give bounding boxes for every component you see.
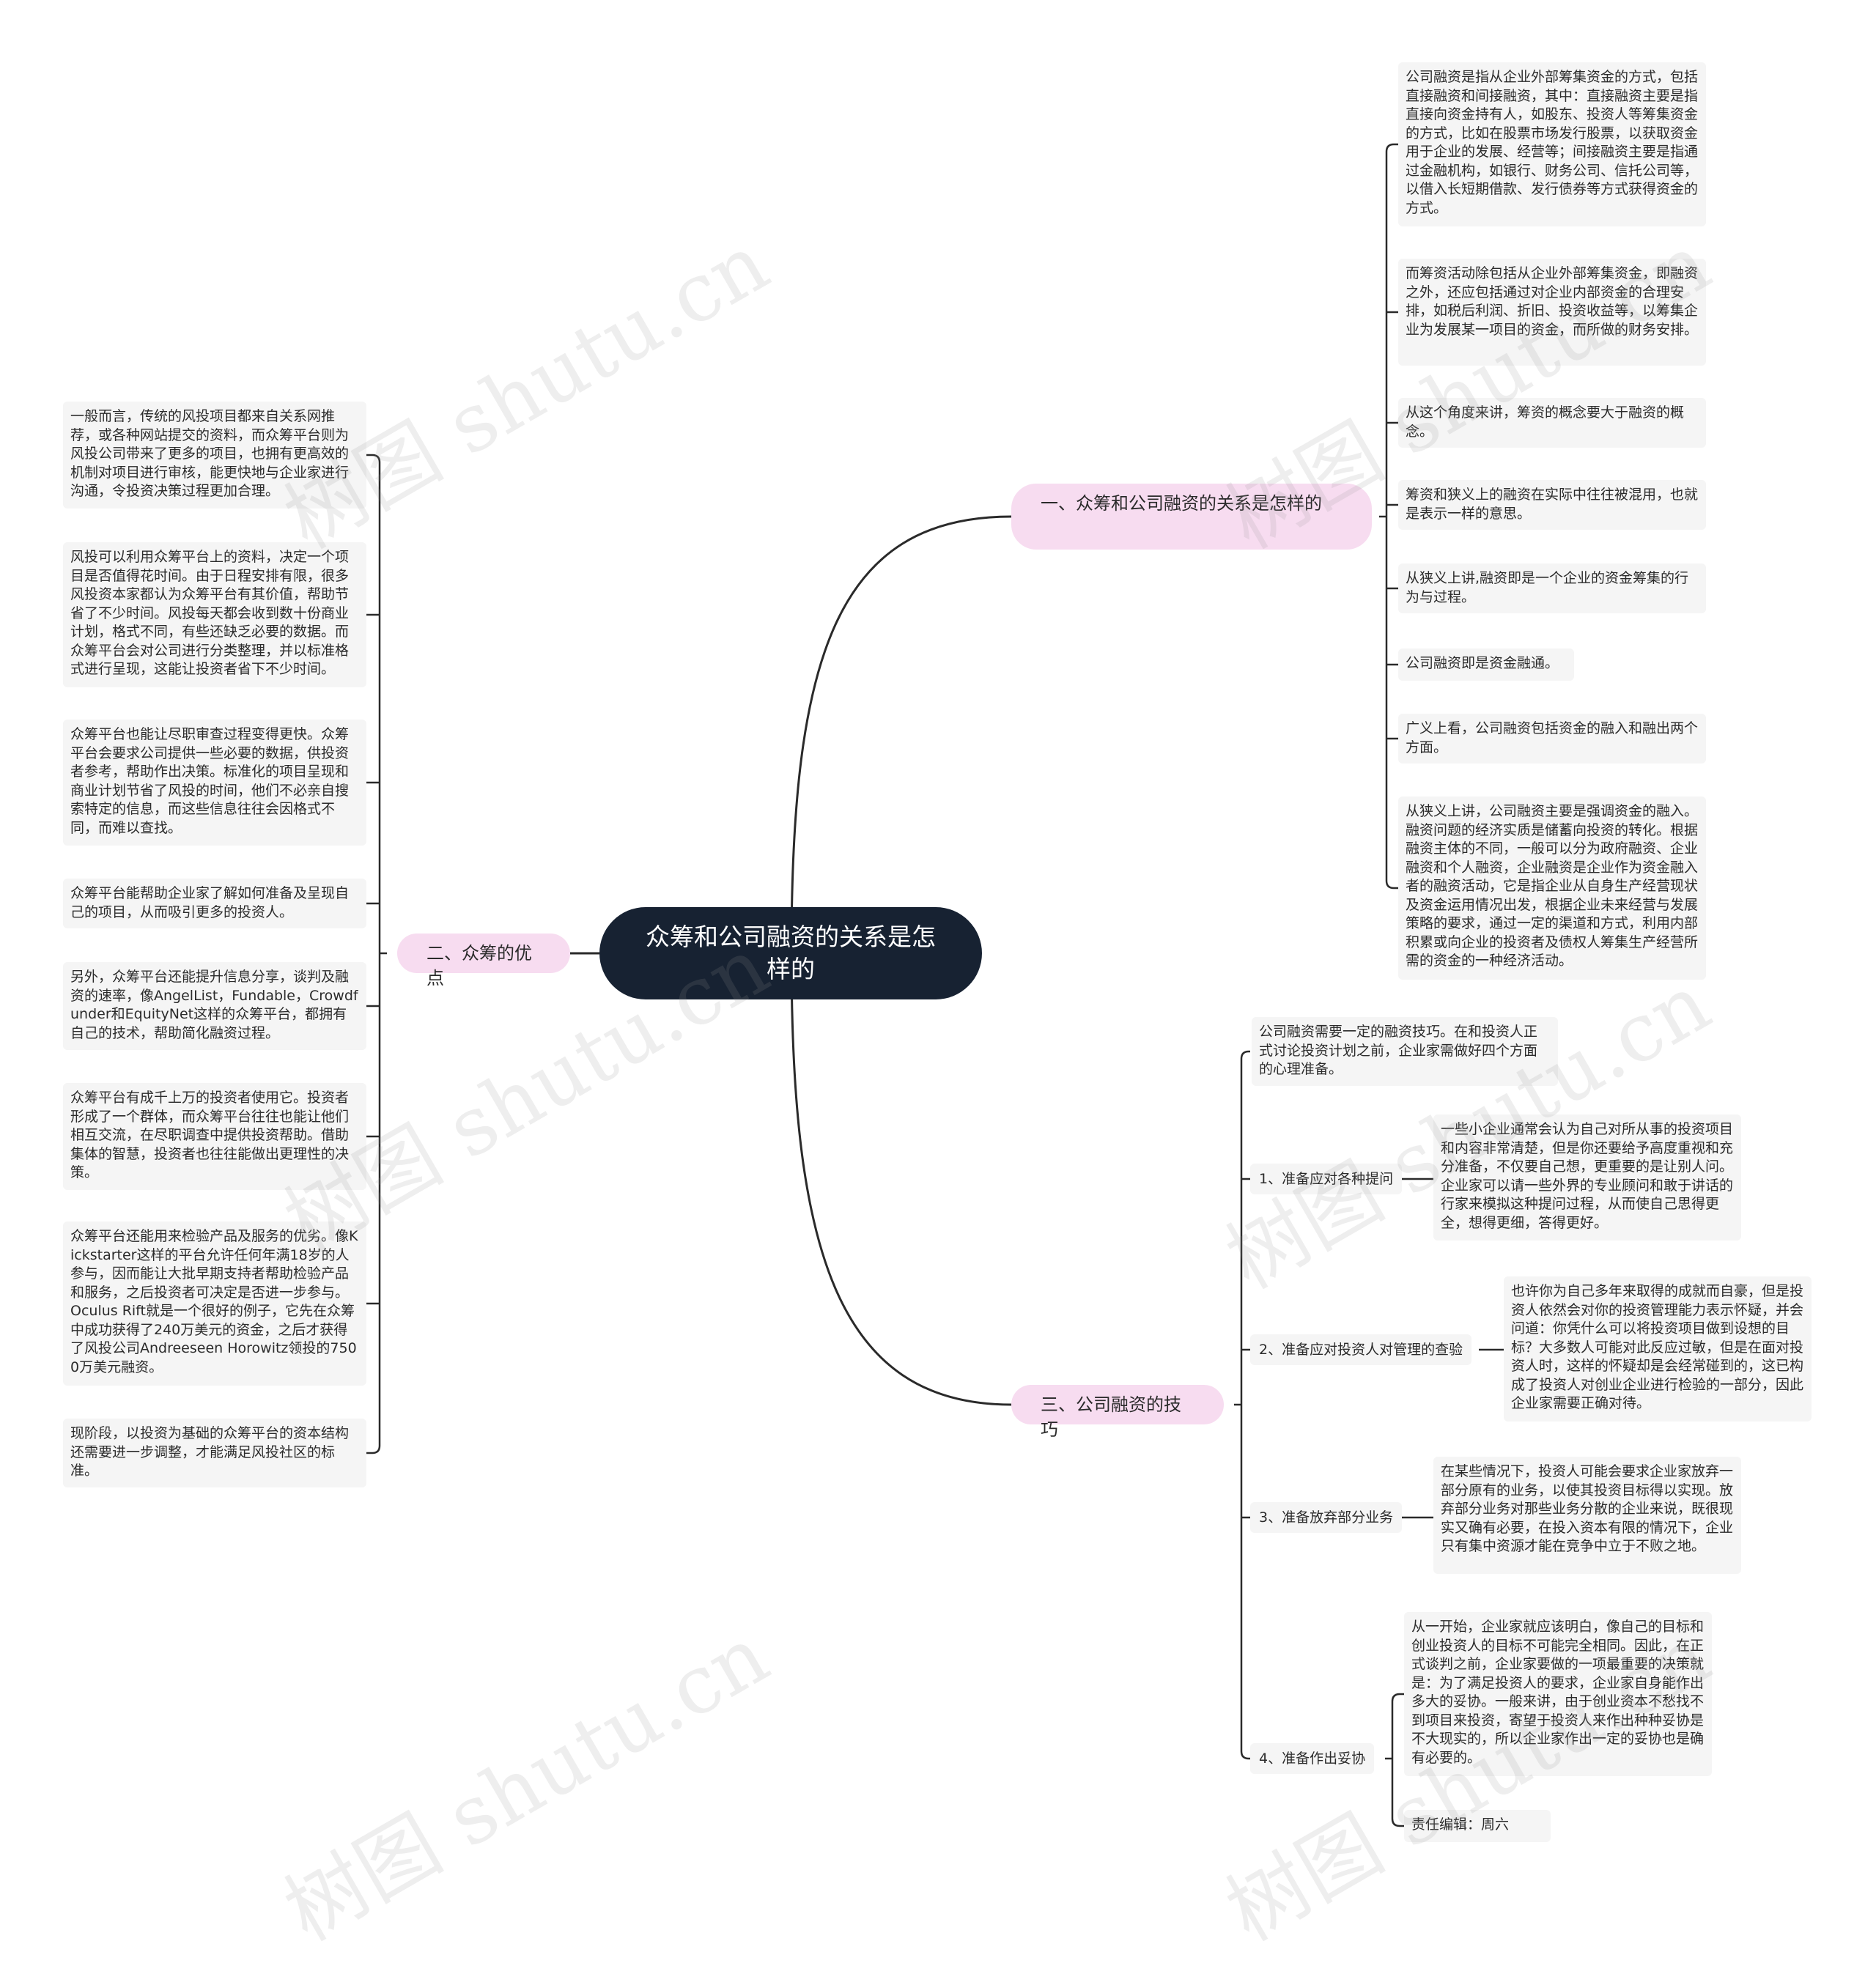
bracket-b2-tick [366,1445,381,1454]
sub-topic-management-check[interactable]: 2、准备应对投资人对管理的查验 [1250,1334,1472,1365]
bracket-b3-tick [1240,1050,1250,1060]
bracket-b2-tick [366,454,381,463]
bracket-sub4-tick [1391,1693,1404,1702]
bracket-b3-tick [1240,1751,1250,1760]
sub-topic-compromise[interactable]: 4、准备作出妥协 [1250,1743,1375,1774]
bracket-b1-tick [1385,143,1398,152]
bracket-b1-tick [1385,880,1398,890]
note-b1-3: 从这个角度来讲，筹资的概念要大于融资的概念。 [1398,398,1706,448]
note-b2-7: 众筹平台还能用来检验产品及服务的优劣。像Kickstarter这样的平台允许任何… [63,1221,366,1386]
note-b3-sub3: 在某些情况下，投资人可能会要求企业家放弃一部分原有的业务，以使其投资目标得以实现… [1433,1457,1741,1574]
branch-crowdfunding-advantages[interactable]: 二、众筹的优点 [397,934,570,988]
note-b2-8: 现阶段，以投资为基础的众筹平台的资本结构还需要进一步调整，才能满足风投社区的标准… [63,1419,366,1487]
note-b1-7: 广义上看，公司融资包括资金的融入和融出两个方面。 [1398,714,1706,764]
sub-topic-give-up-business[interactable]: 3、准备放弃部分业务 [1250,1502,1403,1533]
root-topic[interactable]: 众筹和公司融资的关系是怎样的 [599,907,982,999]
note-b2-3: 众筹平台也能让尽职审查过程变得更快。众筹平台会要求公司提供一些必要的数据，供投资… [63,720,366,846]
note-b2-6: 众筹平台有成千上万的投资者使用它。投资者形成了一个群体，而众筹平台往往也能让他们… [63,1083,366,1190]
note-b3-sub1: 一些小企业通常会认为自己对所从事的投资项目和内容非常清楚，但是你还要给予高度重视… [1433,1114,1741,1241]
link-root-b1 [790,515,1012,953]
note-b2-4: 众筹平台能帮助企业家了解如何准备及呈现自己的项目，从而吸引更多的投资人。 [63,879,366,928]
bracket-sub4-tick [1391,1818,1404,1827]
note-b1-4: 筹资和狭义上的融资在实际中往往被混用，也就是表示一样的意思。 [1398,480,1706,530]
note-b1-1: 公司融资是指从企业外部筹集资金的方式，包括直接融资和间接融资，其中：直接融资主要… [1398,62,1706,226]
note-b3-sub4-1: 从一开始，企业家就应该明白，像自己的目标和创业投资人的目标不可能完全相同。因此，… [1404,1612,1712,1776]
branch-label: 三、公司融资的技巧 [1041,1394,1181,1440]
branch-relationship[interactable]: 一、众筹和公司融资的关系是怎样的 [1011,484,1372,550]
branch-financing-skills[interactable]: 三、公司融资的技巧 [1011,1385,1224,1440]
note-b3-sub4-2: 责任编辑：周六 [1404,1810,1551,1842]
branch-label: 二、众筹的优点 [426,943,532,988]
note-b1-8: 从狭义上讲，公司融资主要是强调资金的融入。融资问题的经济实质是储蓄向投资的转化。… [1398,796,1706,980]
note-b1-6: 公司融资即是资金融通。 [1398,648,1574,681]
link-root-b2 [790,952,1012,1406]
branch-label: 一、众筹和公司融资的关系是怎样的 [1041,493,1322,514]
sub-topic-questions[interactable]: 1、准备应对各种提问 [1250,1164,1403,1194]
note-b1-2: 而筹资活动除包括从企业外部筹集资金，即融资之外，还应包括通过对企业内部资金的合理… [1398,259,1706,366]
note-b2-1: 一般而言，传统的风投项目都来自关系网推荐，或各种网站提交的资料，而众筹平台则为风… [63,402,366,509]
root-topic-text: 众筹和公司融资的关系是怎样的 [646,923,936,983]
mindmap-canvas: 树图 shutu.cn 树图 shutu.cn 树图 shutu.cn 树图 s… [63,62,1812,1959]
connector-lines [366,143,1504,1827]
note-b2-2: 风投可以利用众筹平台上的资料，决定一个项目是否值得花时间。由于日程安排有限，很多… [63,542,366,687]
note-b1-5: 从狭义上讲,融资即是一个企业的资金筹集的行为与过程。 [1398,563,1706,613]
note-b3-intro: 公司融资需要一定的融资技巧。在和投资人正式讨论投资计划之前，企业家需做好四个方面… [1252,1017,1558,1086]
note-b3-sub2: 也许你为自己多年来取得的成就而自豪，但是投资人依然会对你的投资管理能力表示怀疑，… [1504,1276,1812,1422]
note-b2-5: 另外，众筹平台还能提升信息分享，谈判及融资的速率，像AngelList，Fund… [63,962,366,1050]
